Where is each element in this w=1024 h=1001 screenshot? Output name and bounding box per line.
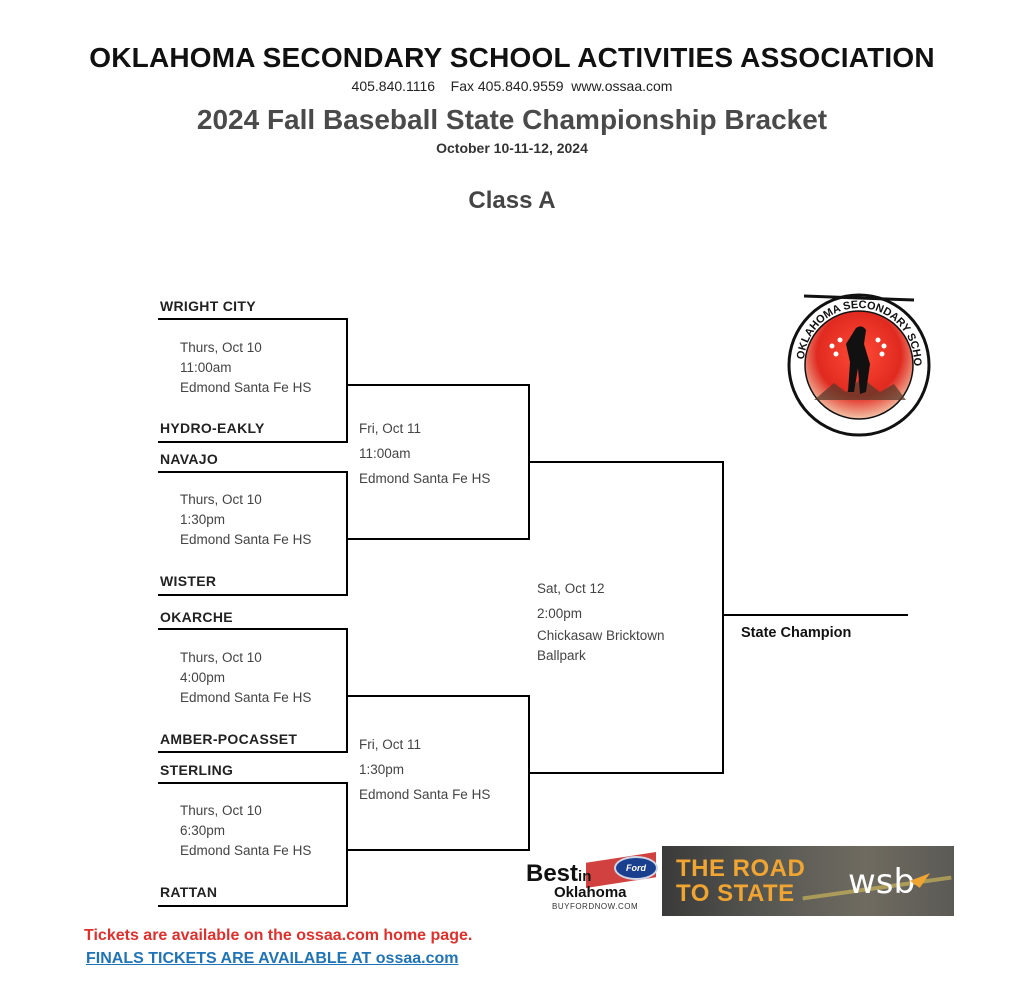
- team-name: RATTAN: [160, 884, 218, 900]
- game-info: Thurs, Oct 10 4:00pm Edmond Santa Fe HS: [180, 648, 311, 708]
- team-name: WRIGHT CITY: [160, 298, 256, 314]
- bracket-line: [722, 614, 908, 616]
- game-time: 1:30pm: [180, 512, 226, 527]
- ford-ad-url: BUYFORDNOW.COM: [552, 902, 639, 911]
- team-name: NAVAJO: [160, 451, 219, 467]
- bracket-line: [528, 772, 724, 774]
- finals-tickets-link[interactable]: FINALS TICKETS ARE AVAILABLE AT ossaa.co…: [86, 950, 459, 967]
- game-time: 4:00pm: [180, 670, 226, 685]
- ford-logo-icon: Ford: [614, 856, 658, 880]
- bracket-line: [158, 318, 348, 320]
- game-info: Thurs, Oct 10 1:30pm Edmond Santa Fe HS: [180, 490, 311, 550]
- game-day: Fri, Oct 11: [359, 737, 422, 752]
- bracket-line: [346, 384, 530, 386]
- contact-info: 405.840.1116 Fax 405.840.9559 www.ossaa.…: [351, 78, 673, 94]
- bracket-line: [346, 695, 530, 697]
- bracket-line: [158, 594, 348, 596]
- tournament-dates: October 10-11-12, 2024: [436, 140, 588, 156]
- bracket-line: [158, 751, 348, 753]
- game-time: 11:00am: [359, 446, 411, 461]
- bracket-line: [346, 318, 348, 443]
- bracket-line: [158, 782, 348, 784]
- game-day: Fri, Oct 11: [359, 421, 422, 436]
- wsb-logo: wsb: [848, 862, 916, 902]
- org-name: OKLAHOMA SECONDARY SCHOOL ACTIVITIES ASS…: [89, 42, 935, 73]
- game-info: Fri, Oct 11 1:30pm Edmond Santa Fe HS: [359, 732, 490, 807]
- ford-ad-oklahoma-text: Oklahoma: [554, 884, 627, 901]
- game-venue: Edmond Santa Fe HS: [180, 380, 312, 395]
- team-name: OKARCHE: [160, 609, 233, 625]
- game-day: Thurs, Oct 10: [180, 340, 262, 355]
- bracket-line: [346, 538, 530, 540]
- game-info: Thurs, Oct 10 11:00am Edmond Santa Fe HS: [180, 338, 311, 398]
- bracket-line: [346, 849, 530, 851]
- ford-ad-in-text: in: [578, 868, 592, 885]
- bracket-line: [158, 628, 348, 630]
- game-time: 2:00pm: [537, 606, 583, 621]
- game-venue: Chickasaw Bricktown: [537, 628, 665, 643]
- team-name: AMBER-POCASSET: [160, 731, 298, 747]
- bracket-line: [158, 471, 348, 473]
- road-to-state-ad[interactable]: THE ROAD TO STATE wsb: [662, 846, 954, 916]
- game-day: Thurs, Oct 10: [180, 492, 262, 507]
- game-info: Fri, Oct 11 11:00am Edmond Santa Fe HS: [359, 416, 490, 491]
- game-time: 11:00am: [180, 360, 232, 375]
- game-venue: Edmond Santa Fe HS: [180, 532, 312, 547]
- game-day: Sat, Oct 12: [537, 581, 605, 596]
- bracket-title: 2024 Fall Baseball State Championship Br…: [196, 104, 828, 135]
- game-day: Thurs, Oct 10: [180, 650, 262, 665]
- team-name: STERLING: [160, 762, 234, 778]
- ford-ad-best-text: Bestin: [526, 860, 592, 887]
- game-venue: Edmond Santa Fe HS: [180, 843, 312, 858]
- team-name: HYDRO-EAKLY: [160, 420, 265, 436]
- game-time: 6:30pm: [180, 823, 226, 838]
- game-day: Thurs, Oct 10: [180, 803, 262, 818]
- game-info: Thurs, Oct 10 6:30pm Edmond Santa Fe HS: [180, 801, 311, 861]
- bracket-line: [346, 471, 348, 596]
- game-venue: Ballpark: [537, 648, 586, 663]
- ford-sponsor-ad[interactable]: Bestin Ford Oklahoma BUYFORDNOW.COM: [524, 848, 658, 916]
- bracket-line: [528, 461, 724, 463]
- tickets-note: Tickets are available on the ossaa.com h…: [84, 927, 473, 944]
- bracket-line: [722, 461, 724, 774]
- class-label: Class A: [468, 187, 556, 214]
- team-name: WISTER: [160, 573, 217, 589]
- state-champion-label: State Champion: [741, 625, 852, 641]
- game-time: 1:30pm: [359, 762, 405, 777]
- bracket-line: [346, 628, 348, 753]
- final-info: Sat, Oct 12 2:00pm Chickasaw Bricktown B…: [537, 576, 665, 666]
- road-to-state-text: THE ROAD TO STATE: [676, 855, 806, 907]
- bracket-line: [158, 905, 348, 907]
- bracket-line: [346, 782, 348, 907]
- game-venue: Edmond Santa Fe HS: [359, 787, 491, 802]
- ossaa-seal-logo: OKLAHOMA SECONDARY SCHOOL ACTIVITIES ASS…: [780, 279, 934, 438]
- game-venue: Edmond Santa Fe HS: [180, 690, 312, 705]
- bracket-line: [158, 441, 348, 443]
- game-venue: Edmond Santa Fe HS: [359, 471, 491, 486]
